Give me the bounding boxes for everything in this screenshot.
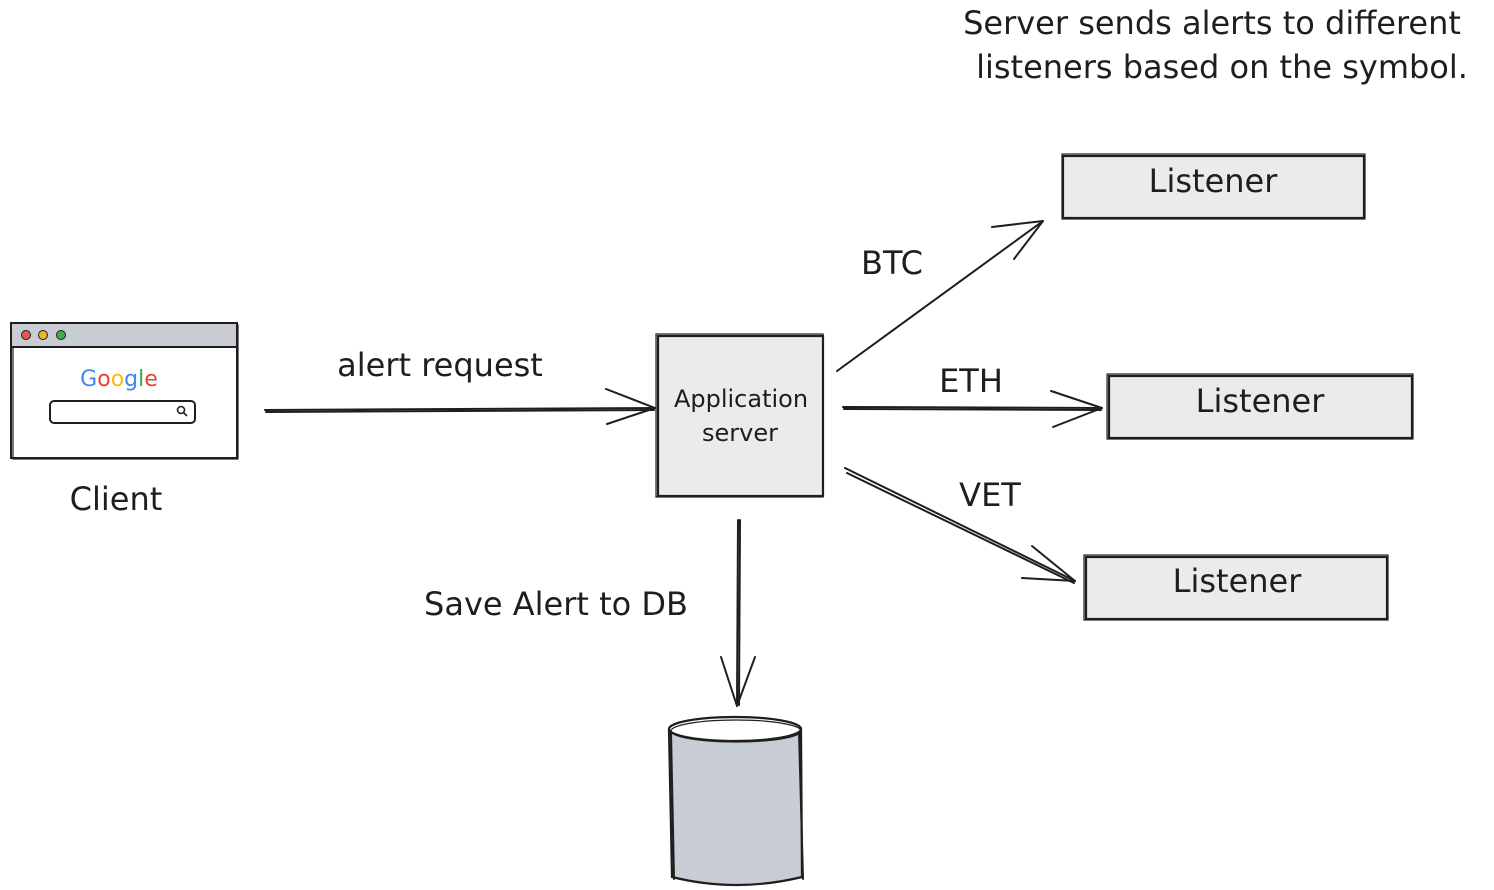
browser-search-box: [49, 400, 196, 424]
application-server-box: [655, 333, 825, 498]
listener-label-vet: Listener: [1173, 562, 1303, 600]
btc-label: BTC: [861, 244, 923, 282]
google-logo: Google: [80, 367, 158, 392]
note-line-1: Server sends alerts to different: [963, 4, 1461, 42]
alert-request-label: alert request: [337, 346, 543, 384]
window-maximize-dot-icon: [56, 330, 66, 340]
database-cylinder-icon: [667, 715, 804, 887]
eth-arrow: [842, 390, 1103, 428]
listener-label-eth: Listener: [1196, 382, 1326, 420]
app-server-label-line-2: server: [702, 419, 778, 447]
client-browser-window: Google: [10, 322, 239, 460]
search-icon: [176, 405, 188, 417]
eth-label: ETH: [939, 362, 1003, 400]
listener-box-btc: [1061, 153, 1366, 220]
browser-title-bar: [10, 322, 238, 348]
app-server-label-line-1: Application: [674, 385, 808, 413]
save-alert-arrow: [720, 519, 756, 707]
listener-box-vet: [1083, 554, 1389, 621]
alert-request-arrow: [264, 388, 656, 425]
vet-label: VET: [959, 476, 1021, 514]
save-alert-label: Save Alert to DB: [424, 585, 688, 623]
vet-arrow: [844, 467, 1076, 584]
btc-arrow: [836, 220, 1044, 372]
listener-label-btc: Listener: [1149, 162, 1279, 200]
listener-box-eth: [1106, 373, 1414, 440]
note-line-2: listeners based on the symbol.: [976, 48, 1468, 86]
window-close-dot-icon: [21, 330, 31, 340]
window-minimize-dot-icon: [38, 330, 48, 340]
client-label: Client: [70, 480, 163, 518]
